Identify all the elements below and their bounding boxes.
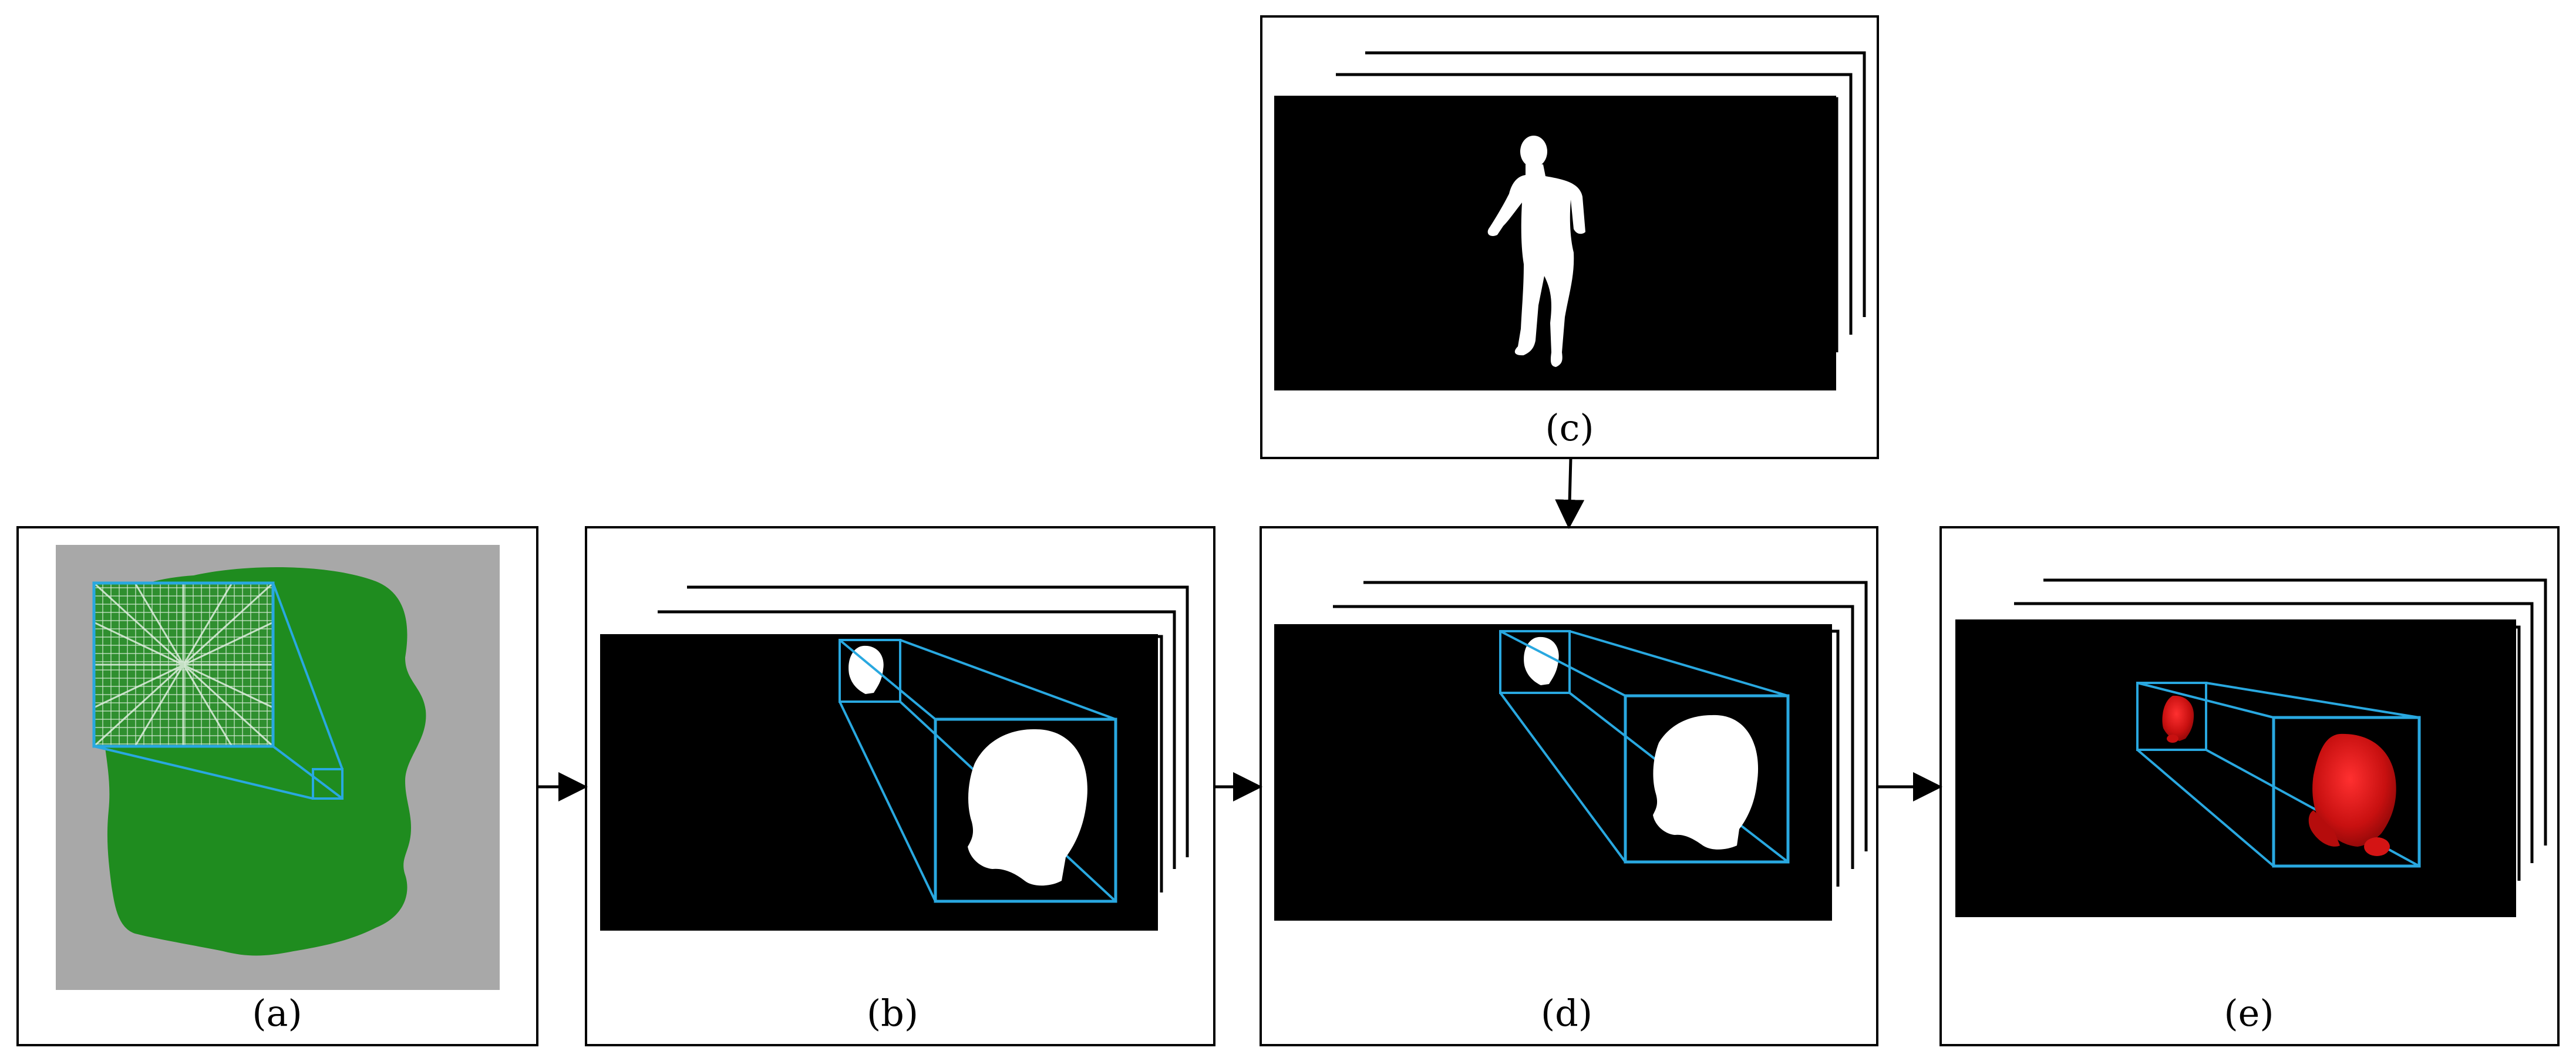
zoom-source-box [2136,682,2207,751]
head-silhouette-small [848,645,884,694]
panel-a-caption: (a) [252,992,302,1035]
panel-b-caption: (b) [867,992,918,1035]
panel-c: (c) [1260,15,1879,459]
depth-frame [1955,619,2516,917]
zoom-connector-line [1500,630,1626,697]
zoom-connector-line [272,745,344,800]
body-silhouette [1487,136,1585,367]
frame-stack-line [1336,73,1853,335]
zoom-connector-line [839,701,937,902]
frame-stack-line [1333,605,1854,869]
zoom-connector-line [1569,630,1789,697]
depth-head-large [2308,733,2396,856]
zoom-connector-line [839,639,937,720]
panel-e-caption: (e) [2224,992,2274,1035]
zoom-inset-box [1624,694,1790,864]
zoom-source-box [1499,630,1571,694]
panel-d: (d) [1260,526,1878,1046]
depth-head-small [2162,695,2194,743]
head-silhouette-large [968,729,1087,886]
zoom-connector-line [2205,682,2420,719]
zoom-inset-box [2272,716,2421,868]
zoom-source-box [312,768,344,800]
zoom-connector-line [2136,749,2275,867]
panel-e: (e) [1939,526,2560,1046]
zoom-source-box [839,639,901,703]
panel-b: (b) [585,526,1215,1046]
zoom-connector-line [900,639,1116,720]
head-silhouette-large [1653,715,1759,850]
panel-d-caption: (d) [1541,992,1592,1035]
frame-stack-line [687,585,1189,857]
frame-stack-line [1363,581,1868,851]
arrow-c-to-d [1555,457,1585,529]
zoom-connector-line [1499,692,1627,863]
frame-stack-line [658,610,1176,869]
frame-stack-line [2014,602,2534,863]
zoom-inset-box [934,718,1117,903]
frame-stack-line [2043,578,2547,846]
zoom-connector-line [93,745,314,800]
panel-a: (a) [16,526,538,1046]
mesh-zoom-inset [92,581,275,748]
panel-c-caption: (c) [1545,406,1594,449]
frame-stack-line [1365,51,1866,317]
zoom-connector-line [272,582,344,770]
